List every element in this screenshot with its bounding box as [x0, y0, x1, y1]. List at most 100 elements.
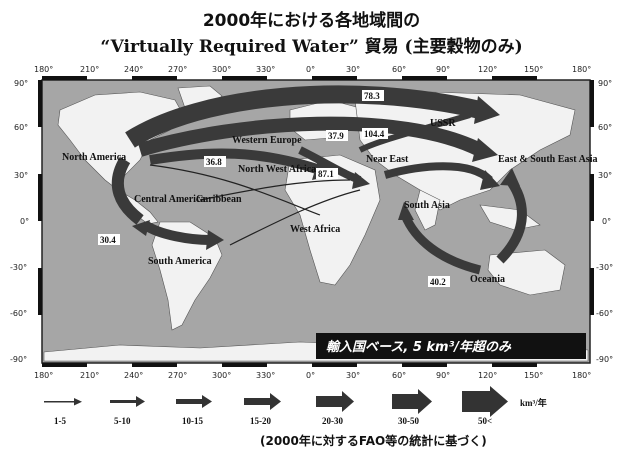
right-tick: 60° — [598, 123, 612, 132]
label-near-east: Near East — [366, 154, 409, 165]
bottom-tick: 300° — [212, 371, 231, 380]
legend-arrow-3 — [176, 395, 212, 408]
bottom-tick: 120° — [478, 371, 497, 380]
right-tick: -30° — [596, 263, 613, 272]
label-south-asia: South Asia — [404, 200, 450, 211]
legend-arrow-7 — [462, 386, 508, 417]
legend-label: 10-15 — [182, 416, 203, 426]
source-footer: (2000年に対するFAO等の統計に基づく) — [260, 434, 487, 448]
map-border-bottom — [42, 363, 537, 367]
flow-asia-south — [383, 162, 493, 184]
top-tick: 90° — [436, 65, 450, 74]
bottom-tick: 210° — [80, 371, 99, 380]
value-mid2: 104.4 — [364, 129, 385, 139]
top-tick: 270° — [168, 65, 187, 74]
flow-values: 36.8 78.3 37.9 104.4 87.1 30.4 40.2 — [98, 90, 450, 287]
label-south-america: South America — [148, 256, 212, 267]
land-asia — [354, 91, 576, 211]
left-tick: 90° — [14, 79, 28, 88]
top-tick: 210° — [80, 65, 99, 74]
legend — [44, 386, 508, 417]
top-tick: 60° — [392, 65, 406, 74]
label-north-west-africa: North West Africa — [238, 164, 316, 175]
top-tick: 180° — [572, 65, 591, 74]
bottom-tick: 60° — [392, 371, 406, 380]
legend-label: 20-30 — [322, 416, 343, 426]
top-tick: 30° — [346, 65, 360, 74]
flow-oceania-south — [400, 213, 482, 275]
map-border-left — [38, 80, 42, 315]
label-north-america: North America — [62, 152, 126, 163]
value-na-europe: 36.8 — [206, 157, 222, 167]
top-tick: 330° — [256, 65, 275, 74]
flow-arrows — [111, 85, 527, 275]
value-mid3: 87.1 — [318, 169, 334, 179]
value-oceania: 40.2 — [430, 277, 446, 287]
bottom-tick: 330° — [256, 371, 275, 380]
legend-label: 30-50 — [398, 416, 419, 426]
top-tick: 300° — [212, 65, 231, 74]
map-border-right — [590, 80, 594, 315]
legend-labels: 1-5 5-10 10-15 15-20 20-30 30-50 50< — [54, 416, 492, 426]
legend-unit: km³/年 — [520, 397, 547, 408]
legend-arrow-2 — [110, 396, 145, 407]
flow-na-ca — [111, 156, 144, 225]
left-tick: -90° — [10, 355, 27, 364]
flow-oceania-asia — [496, 177, 527, 264]
bottom-tick: 240° — [124, 371, 143, 380]
land-australia — [487, 249, 566, 296]
bottom-ticks: 180° 210° 240° 270° 300° 330° 0° 30° 60°… — [34, 371, 591, 380]
bottom-tick: 150° — [524, 371, 543, 380]
right-tick: 30° — [598, 171, 612, 180]
top-tick: 180° — [34, 65, 53, 74]
left-tick: -30° — [10, 263, 27, 272]
label-western-europe: Western Europe — [232, 135, 302, 146]
map-note: 輸入国ベース, 5 km³/年超のみ — [326, 339, 512, 355]
flow-na-asia — [137, 116, 484, 157]
right-ticks: 90° 60° 30° 0° -30° -60° -90° — [596, 79, 613, 364]
flow-na-europe — [149, 148, 322, 175]
left-tick: 30° — [14, 171, 28, 180]
thin-flows — [149, 164, 361, 246]
bottom-tick: 30° — [346, 371, 360, 380]
left-ticks: 90° 60° 30° 0° -30° -60° -90° — [10, 79, 29, 364]
legend-arrow-6 — [392, 389, 432, 414]
bottom-tick: 90° — [436, 371, 450, 380]
value-mid1: 37.9 — [328, 131, 344, 141]
right-tick: 0° — [602, 217, 611, 226]
land-india — [414, 189, 441, 231]
label-east-asia: East & South East Asia — [498, 154, 597, 165]
top-ticks: 180° 210° 240° 270° 300° 330° 0° 30° 60°… — [34, 65, 591, 74]
flow-ca-sa — [142, 220, 211, 245]
top-tick: 0° — [306, 65, 315, 74]
map-border-top — [42, 76, 537, 80]
title-line-2: “Virtually Required Water” 貿易 (主要穀物のみ) — [100, 37, 523, 57]
value-sa: 30.4 — [100, 235, 116, 245]
bottom-tick: 0° — [306, 371, 315, 380]
label-ussr: USSR — [430, 118, 456, 129]
legend-arrow-1 — [44, 398, 82, 406]
flow-russia-return — [358, 112, 471, 153]
legend-label: 15-20 — [250, 416, 271, 426]
label-west-africa: West Africa — [290, 224, 340, 235]
top-tick: 240° — [124, 65, 143, 74]
value-na-ussr: 78.3 — [364, 91, 380, 101]
title-line-1: 2000年における各地域間の — [202, 11, 421, 31]
legend-label: 50< — [478, 416, 492, 426]
label-caribbean: Caribbean — [196, 194, 242, 205]
legend-label: 5-10 — [114, 416, 131, 426]
left-tick: 60° — [14, 123, 28, 132]
top-tick: 120° — [478, 65, 497, 74]
top-tick: 150° — [524, 65, 543, 74]
label-oceania: Oceania — [470, 274, 505, 285]
note-box — [316, 333, 586, 359]
flow-na-ussr — [125, 85, 483, 148]
label-central-america: Central America — [134, 194, 205, 205]
legend-label: 1-5 — [54, 416, 66, 426]
legend-arrow-4 — [244, 393, 281, 410]
bottom-tick: 180° — [572, 371, 591, 380]
right-tick: -90° — [596, 355, 613, 364]
bottom-tick: 180° — [34, 371, 53, 380]
right-tick: -60° — [596, 309, 613, 318]
